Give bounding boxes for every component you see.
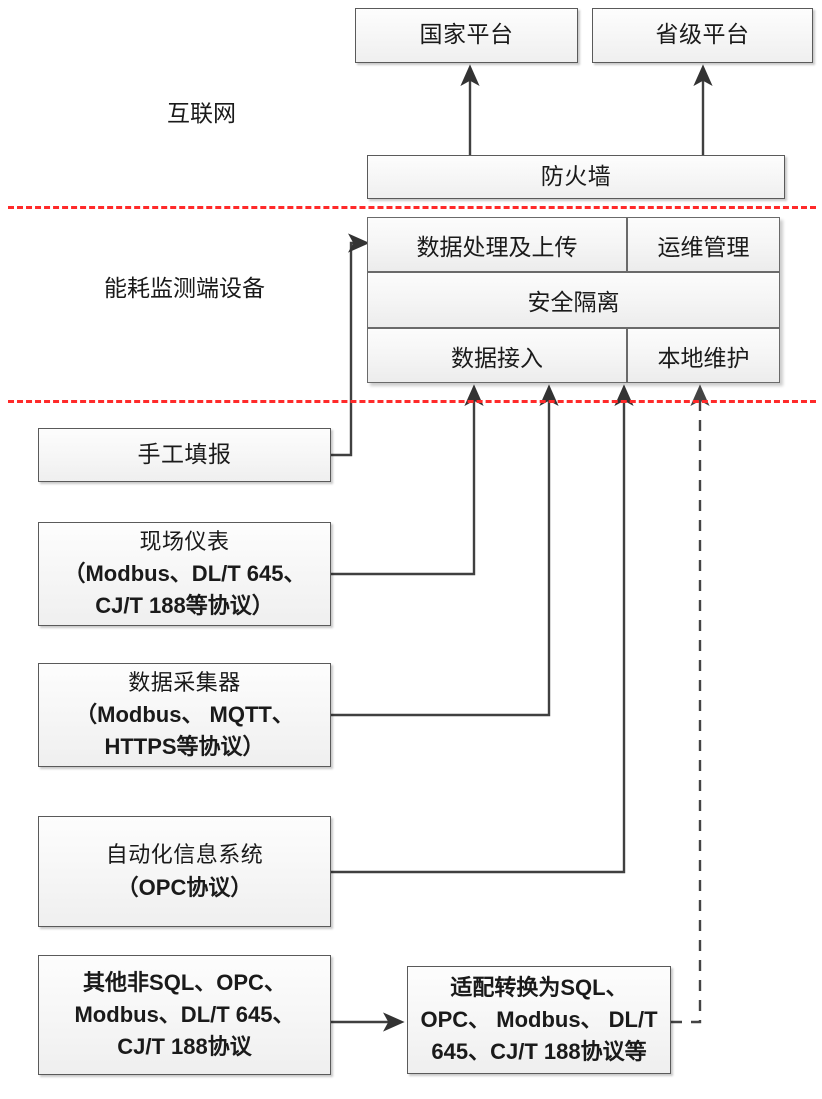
device-cell-local-maintenance[interactable]: 本地维护 (627, 328, 780, 383)
device-label-data-processing: 数据处理及上传 (416, 234, 578, 260)
platform-label-national: 国家平台 (419, 22, 514, 48)
device-cell-security-isolation[interactable]: 安全隔离 (367, 272, 780, 328)
automation-line-1: 自动化信息系统 (105, 842, 264, 868)
source-box-data-collector[interactable]: 数据采集器 （Modbus、 MQTT、 HTTPS等协议） (38, 663, 331, 767)
adapter-line-3: 645、CJ/T 188协议等 (431, 1039, 647, 1065)
device-cell-ops-management[interactable]: 运维管理 (627, 217, 780, 272)
other-protocols-line-1: 其他非SQL、OPC、 (83, 969, 286, 995)
device-label-local-maintenance: 本地维护 (657, 345, 750, 371)
wire-meter-to-access (331, 384, 484, 576)
wire-collector-to-access (331, 384, 559, 717)
source-label-field-meter: 现场仪表 （Modbus、DL/T 645、 CJ/T 188等协议） (39, 526, 330, 622)
wire-adapter-to-local-maintenance (671, 384, 710, 1024)
zone-separator-device (8, 400, 816, 403)
field-meter-line-1: 现场仪表 (139, 528, 230, 554)
zone-label-edge-device: 能耗监测端设备 (104, 276, 265, 301)
device-label-ops-management: 运维管理 (657, 234, 750, 260)
field-meter-line-2: （Modbus、DL/T 645、 (63, 560, 306, 586)
device-label-data-access: 数据接入 (451, 345, 543, 371)
source-label-manual-entry: 手工填报 (137, 441, 232, 467)
automation-line-2: （OPC协议） (116, 874, 253, 900)
source-label-data-collector: 数据采集器 （Modbus、 MQTT、 HTTPS等协议） (39, 667, 330, 763)
source-box-other-protocols[interactable]: 其他非SQL、OPC、 Modbus、DL/T 645、 CJ/T 188协议 (38, 955, 331, 1075)
platform-box-national[interactable]: 国家平台 (355, 8, 578, 63)
other-protocols-line-3: CJ/T 188协议 (117, 1034, 252, 1060)
firewall-box[interactable]: 防火墙 (367, 155, 785, 199)
wire-automation-to-access (331, 384, 634, 874)
zone-label-internet: 互联网 (167, 101, 236, 126)
adapter-label: 适配转换为SQL、 OPC、 Modbus、 DL/T 645、CJ/T 188… (408, 972, 670, 1068)
wire-manual-to-processing (331, 233, 370, 457)
source-box-manual-entry[interactable]: 手工填报 (38, 428, 331, 482)
data-collector-line-3: HTTPS等协议） (104, 734, 265, 760)
source-label-other-protocols: 其他非SQL、OPC、 Modbus、DL/T 645、 CJ/T 188协议 (39, 967, 330, 1063)
adapter-line-2: OPC、 Modbus、 DL/T (420, 1006, 658, 1032)
data-collector-line-2: （Modbus、 MQTT、 (75, 701, 294, 727)
platform-box-provincial[interactable]: 省级平台 (592, 8, 813, 63)
adapter-box-protocol-conversion[interactable]: 适配转换为SQL、 OPC、 Modbus、 DL/T 645、CJ/T 188… (407, 966, 671, 1074)
device-cell-data-access[interactable]: 数据接入 (367, 328, 627, 383)
adapter-line-1: 适配转换为SQL、 (450, 974, 628, 1000)
device-cell-data-processing[interactable]: 数据处理及上传 (367, 217, 627, 272)
device-label-security-isolation: 安全隔离 (527, 290, 620, 315)
firewall-label: 防火墙 (540, 163, 612, 189)
source-box-automation-system[interactable]: 自动化信息系统 （OPC协议） (38, 816, 331, 927)
data-collector-line-1: 数据采集器 (128, 669, 241, 695)
field-meter-line-3: CJ/T 188等协议） (95, 593, 274, 619)
other-protocols-line-2: Modbus、DL/T 645、 (74, 1001, 295, 1027)
platform-label-provincial: 省级平台 (655, 22, 750, 48)
zone-separator-internet (8, 206, 816, 209)
source-label-automation-system: 自动化信息系统 （OPC协议） (39, 839, 330, 903)
source-box-field-meter[interactable]: 现场仪表 （Modbus、DL/T 645、 CJ/T 188等协议） (38, 522, 331, 626)
